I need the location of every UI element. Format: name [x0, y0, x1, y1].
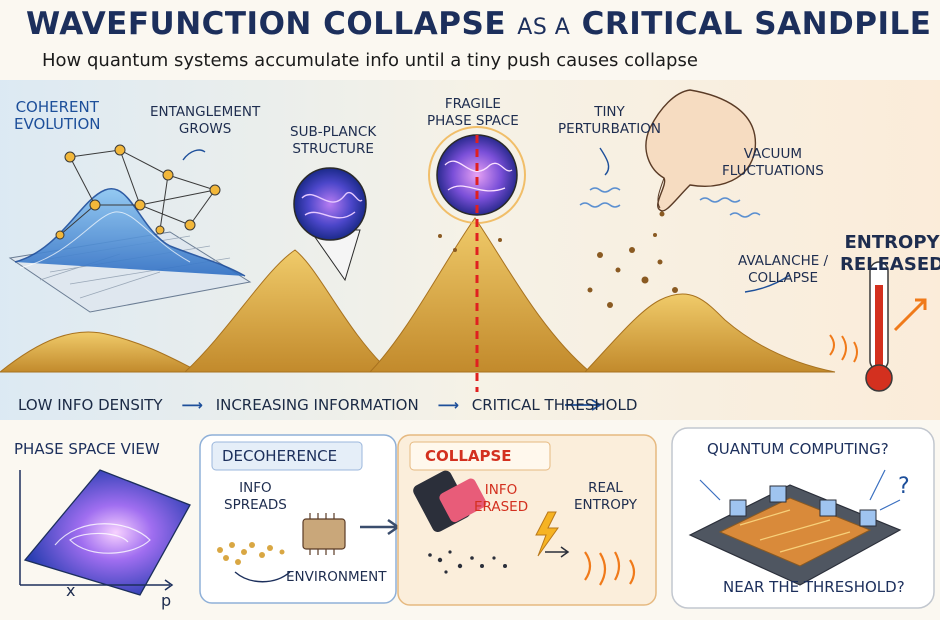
page-subtitle: How quantum systems accumulate info unti… [42, 50, 698, 71]
label-fragile-line2: PHASE SPACE [427, 113, 519, 129]
flame-lines [829, 334, 858, 363]
decoherence-title-bar [211, 441, 363, 471]
collapse-info-erased: INFO ERASED [474, 482, 528, 516]
entanglement-network [55, 144, 221, 240]
quantum-question-icon: ? [898, 474, 910, 499]
page-title: WAVEFUNCTION COLLAPSE AS A CRITICAL SAND… [26, 6, 931, 42]
collapse-arrow [545, 546, 570, 558]
decoherence-grains [217, 542, 285, 565]
label-entropy-line2: RELEASED [840, 254, 940, 275]
quantum-chip-illustration [688, 469, 902, 586]
label-avalanche-line2: COLLAPSE [748, 270, 818, 286]
label-coherent-evolution: COHERENT EVOLUTION [14, 99, 100, 133]
erased-particles [428, 550, 507, 574]
phase-space-plot [19, 469, 191, 596]
phase-space-title: PHASE SPACE VIEW [14, 440, 160, 458]
decoherence-arrow [234, 571, 291, 583]
sub-planck-orb [293, 167, 367, 282]
label-coherent-line2: EVOLUTION [14, 115, 101, 133]
title-part1: WAVEFUNCTION COLLAPSE [26, 6, 506, 42]
label-subplanck-line2: STRUCTURE [292, 141, 374, 157]
timeline-stage1: LOW INFO DENSITY [18, 396, 163, 414]
label-perturbation-line1: TINY [594, 104, 625, 120]
chip-icon [302, 513, 346, 555]
info-timeline: LOW INFO DENSITY ⟶ INCREASING INFORMATIO… [18, 396, 643, 414]
timeline-stage2: INCREASING INFORMATION [215, 396, 419, 414]
label-avalanche-line1: AVALANCHE / [738, 253, 829, 269]
vacuum-wiggles [579, 187, 761, 218]
timeline-arrow-2: ⟶ [437, 396, 459, 414]
sand-pile-small [0, 331, 201, 373]
info-erased-line1: INFO [484, 482, 518, 498]
collapse-panel [397, 434, 657, 606]
timeline-arrow-1: ⟶ [181, 396, 203, 414]
quantum-title: QUANTUM COMPUTING? [707, 440, 889, 458]
label-vacuum-line1: VACUUM [743, 146, 802, 162]
entanglement-arrow [182, 149, 206, 161]
collapse-title-bar [409, 441, 551, 471]
label-entanglement: ENTANGLEMENT GROWS [150, 104, 260, 138]
title-part2: CRITICAL SANDPILE [581, 6, 932, 42]
hand-illustration [645, 89, 756, 217]
falling-debris [438, 233, 678, 308]
label-entanglement-line2: GROWS [178, 121, 232, 137]
label-perturbation-line2: PERTURBATION [558, 121, 661, 137]
quantum-footer: NEAR THE THRESHOLD? [723, 578, 905, 596]
label-fragile-line1: FRAGILE [444, 96, 501, 112]
decoherence-info-spreads: INFO SPREADS [224, 480, 287, 514]
title-as: AS A [517, 15, 571, 40]
label-avalanche-collapse: AVALANCHE / COLLAPSE [738, 253, 828, 287]
collapse-title: COLLAPSE [425, 447, 512, 465]
phase-space-axis-p: p [161, 591, 172, 610]
eraser-icon [413, 470, 487, 532]
sand-pile-critical [368, 217, 592, 373]
label-entropy-released: ENTROPY RELEASED [840, 232, 940, 276]
coherent-wave-plot [8, 187, 252, 313]
info-spreads-line2: SPREADS [224, 497, 287, 513]
label-vacuum-fluctuations: VACUUM FLUCTUATIONS [722, 146, 824, 180]
avalanche-arrow [744, 274, 791, 293]
info-erased-line2: ERASED [474, 499, 529, 515]
label-entanglement-line1: ENTANGLEMENT [150, 104, 261, 120]
label-entropy-line1: ENTROPY [844, 232, 940, 253]
label-tiny-perturbation: TINY PERTURBATION [558, 104, 661, 138]
label-sub-planck: SUB-PLANCK STRUCTURE [290, 124, 376, 158]
real-entropy-line1: REAL [588, 480, 623, 496]
lightning-icon [535, 511, 559, 557]
real-entropy-line2: ENTROPY [574, 497, 637, 513]
label-vacuum-line2: FLUCTUATIONS [722, 163, 824, 179]
collapse-real-entropy: REAL ENTROPY [574, 480, 637, 514]
phase-space-axis-x: x [66, 581, 76, 600]
thermometer-icon [865, 261, 927, 392]
real-entropy-flames [584, 551, 636, 586]
decoherence-environment: ENVIRONMENT [286, 569, 387, 585]
info-spreads-line1: INFO [239, 480, 272, 496]
timeline-arrows [565, 399, 602, 411]
decoherence-title: DECOHERENCE [222, 447, 338, 465]
label-subplanck-line1: SUB-PLANCK [290, 124, 377, 140]
sand-pile-avalanche [583, 293, 836, 373]
decoherence-panel [199, 434, 397, 604]
perturbation-arrow [599, 147, 610, 176]
sand-pile-medium [183, 249, 392, 373]
label-coherent-line1: COHERENT [15, 98, 99, 116]
label-fragile-phase-space: FRAGILE PHASE SPACE [427, 96, 519, 130]
timeline-stage3: CRITICAL THRESHOLD [471, 396, 638, 414]
